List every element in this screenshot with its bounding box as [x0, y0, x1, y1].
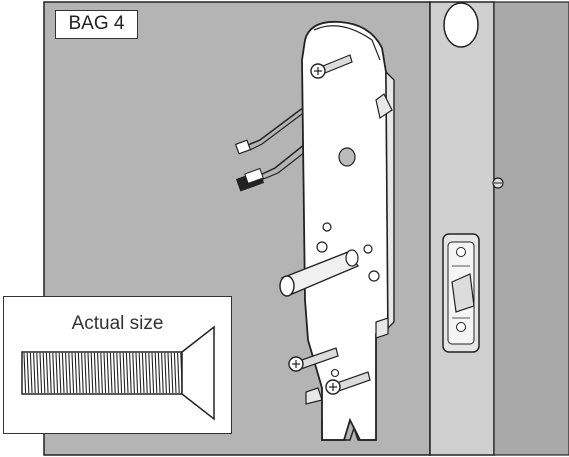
screw-thread-line: [77, 352, 81, 394]
screw-thread-line: [157, 352, 161, 394]
screw-thread-line: [109, 352, 113, 394]
screw-thread-line: [29, 352, 33, 394]
inset-caption: Actual size: [71, 313, 164, 334]
door-edge: [429, 1, 495, 456]
screw-thread-line: [93, 352, 97, 394]
screw-thread-line: [148, 352, 151, 394]
screw-thread-line: [135, 352, 139, 394]
screw-thread-line: [90, 352, 94, 394]
screw-thread-line: [68, 352, 71, 394]
screw-thread-line: [145, 352, 148, 394]
screw-thread-line: [55, 352, 59, 394]
screw-thread-line: [26, 352, 30, 394]
screw-thread-line: [151, 352, 155, 394]
screw-actual-size-illustration: [21, 325, 215, 421]
screw-thread-line: [97, 352, 100, 394]
bag-label: BAG 4: [55, 10, 138, 39]
screw-thread-line: [154, 352, 158, 394]
screw-thread-line: [125, 352, 129, 394]
screw-thread-line: [103, 352, 107, 394]
screw-thread-line: [49, 352, 52, 394]
screw-thread-line: [122, 352, 126, 394]
screw-thread-line: [138, 352, 142, 394]
screw-thread-line: [71, 352, 75, 394]
large-connector: [235, 167, 265, 192]
screw-thread-line: [84, 352, 87, 394]
screw-thread-line: [173, 352, 177, 394]
screw-thread-line: [119, 352, 123, 394]
screw-thread-line: [74, 352, 78, 394]
screw-thread-line: [161, 352, 164, 394]
mounting-plate: [301, 20, 395, 441]
latch-faceplate: [442, 233, 480, 353]
screw-thread-line: [129, 352, 132, 394]
screw-thread-line: [141, 352, 145, 394]
edge-bore-hole: [443, 2, 479, 48]
spindle-rod: [279, 249, 360, 297]
screw-thread-line: [58, 352, 62, 394]
small-connector: [234, 139, 252, 155]
screw-thread-line: [164, 352, 167, 394]
door-back-face: [493, 1, 569, 456]
screw-thread-line: [65, 352, 68, 394]
screw-thread-line: [106, 352, 110, 394]
screw-thread-line: [52, 352, 55, 394]
screw-thread-line: [81, 352, 84, 394]
screw-thread-line: [36, 352, 39, 394]
top-mounting-screw: [310, 54, 353, 79]
screw-thread-line: [116, 352, 119, 394]
screw-thread-line: [167, 352, 171, 394]
screw-thread-line: [113, 352, 116, 394]
screw-thread-line: [87, 352, 91, 394]
screw-thread-line: [177, 352, 180, 394]
actual-size-inset: Actual size: [3, 296, 232, 434]
screw-thread-line: [132, 352, 135, 394]
screw-thread-line: [100, 352, 103, 394]
screw-thread-line: [45, 352, 49, 394]
lower-screw-2: [325, 371, 371, 395]
rear-screw-knob: [492, 177, 504, 189]
lower-screw-1: [288, 347, 339, 372]
screw-thread-line: [61, 352, 65, 394]
screw-thread-line: [33, 352, 36, 394]
screw-thread-line: [39, 352, 43, 394]
screw-thread-line: [23, 352, 27, 394]
screw-thread-line: [42, 352, 46, 394]
screw-thread-line: [170, 352, 174, 394]
